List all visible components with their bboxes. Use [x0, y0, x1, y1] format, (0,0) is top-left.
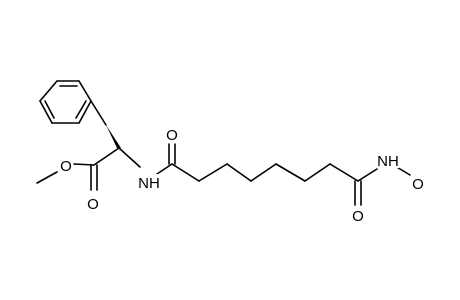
o-to-methyl: [36, 171, 58, 184]
atom-label-o: O: [60, 158, 72, 175]
alpha-to-ester-c: [93, 147, 120, 166]
atom-label-o: O: [412, 176, 424, 193]
atom-label-o: O: [166, 127, 178, 144]
hydroxamic-nitrogen: NH: [377, 152, 399, 170]
ester-ether-oxygen: O: [59, 157, 73, 175]
stereo-wedge-bond: [106, 125, 121, 148]
atom-label-nh: NH: [377, 153, 399, 170]
alpha-to-nh: [118, 147, 141, 168]
ring-bond-2: [78, 80, 92, 102]
ring-bond-6: [39, 80, 58, 102]
atom-labels: O O NH O O NH O: [59, 126, 425, 225]
bonds: [36, 80, 411, 206]
benzyl-bond: [90, 100, 107, 126]
nh-to-amide-c: [156, 163, 173, 175]
ring-double-3: [44, 100, 55, 119]
chain-bond-5: [275, 163, 306, 182]
chain-bond-4: [250, 163, 277, 182]
hydroxamic-c-to-nh: [357, 168, 378, 182]
chain-bond-3: [226, 163, 252, 182]
hydroxamic-carbonyl-oxygen: O: [351, 208, 365, 225]
chain-bond-7: [329, 163, 359, 182]
ring-double-2: [75, 100, 87, 119]
ester-c-to-o: [73, 163, 95, 166]
atom-label-o: O: [352, 208, 364, 225]
chain-bond-6: [304, 163, 331, 182]
ring-bond-5: [39, 100, 53, 124]
chain-bond-1: [171, 163, 200, 182]
amide-carbonyl-oxygen: O: [165, 126, 179, 144]
ring-bond-3: [78, 100, 92, 124]
ester-carbonyl-oxygen: O: [86, 196, 100, 213]
amide-nitrogen: NH: [138, 174, 160, 192]
atom-label-o: O: [87, 196, 99, 213]
chain-bond-2: [198, 163, 228, 182]
hydroxyl-oxygen: O: [411, 175, 425, 193]
atom-label-nh: NH: [138, 175, 160, 192]
